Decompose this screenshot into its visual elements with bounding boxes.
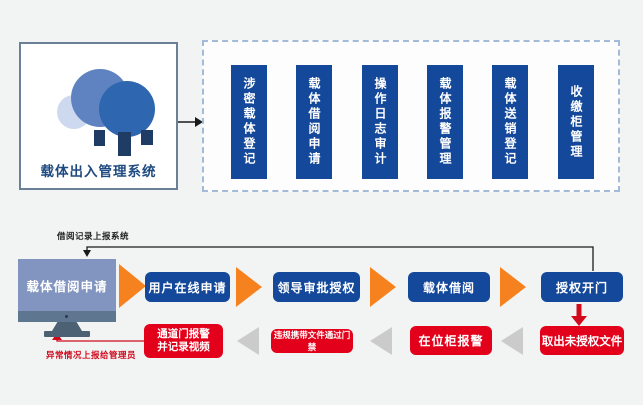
monitor-button-icon — [65, 315, 68, 318]
module-bar: 涉密载体登记 — [231, 65, 267, 179]
module-bar: 载体送销登记 — [492, 65, 528, 179]
module-bar: 载体报警管理 — [427, 65, 463, 179]
alert-unauthorized-take: 取出未授权文件 — [540, 326, 624, 355]
module-bar: 操作日志审计 — [362, 65, 398, 179]
modules-panel: 涉密载体登记 载体借阅申请 操作日志审计 载体报警管理 载体送销登记 收缴柜管理 — [202, 40, 620, 192]
cloud-rain-block — [118, 132, 131, 156]
alert-gate-alarm: 通道门报警 并记录视频 — [144, 324, 223, 358]
authorize-down-arrowhead-icon — [571, 316, 587, 326]
step-leader-approve: 领导审批授权 — [273, 272, 360, 302]
exception-note: 异常情况上报给管理员 — [46, 350, 137, 360]
forward-arrow-icon — [370, 267, 396, 307]
cloud-rain-block — [141, 130, 153, 145]
module-bar: 收缴柜管理 — [558, 65, 594, 179]
module-bar: 载体借阅申请 — [296, 65, 332, 179]
step-authorized-open: 授权开门 — [541, 272, 623, 302]
backward-arrow-icon — [370, 327, 392, 355]
forward-arrow-icon — [236, 267, 262, 307]
report-line-arrowhead-icon — [83, 250, 91, 257]
cloud-dark-circle — [99, 81, 155, 137]
alert-cabinet-alarm: 在位柜报警 — [410, 326, 492, 355]
terminal-label: 载体借阅申请 — [26, 279, 108, 294]
monitor-stand — [52, 322, 82, 331]
backward-arrow-icon — [237, 327, 259, 355]
report-note: 借阅记录上报系统 — [57, 231, 130, 241]
exception-line — [56, 340, 144, 342]
system-title: 载体出入管理系统 — [40, 164, 157, 179]
cloud-rain-block — [94, 130, 105, 146]
step-user-apply: 用户在线申请 — [145, 272, 230, 302]
step-carrier-borrow: 载体借阅 — [408, 272, 490, 302]
forward-arrow-icon — [119, 264, 146, 308]
cloud-icon — [21, 44, 176, 159]
system-box: 载体出入管理系统 — [19, 42, 178, 190]
forward-arrow-icon — [500, 267, 526, 307]
monitor-base — [44, 331, 90, 337]
computer-monitor: 载体借阅申请 — [18, 259, 116, 311]
alert-illegal-pass: 违规携带文件通过门禁 — [271, 329, 353, 353]
backward-arrow-icon — [501, 327, 523, 355]
